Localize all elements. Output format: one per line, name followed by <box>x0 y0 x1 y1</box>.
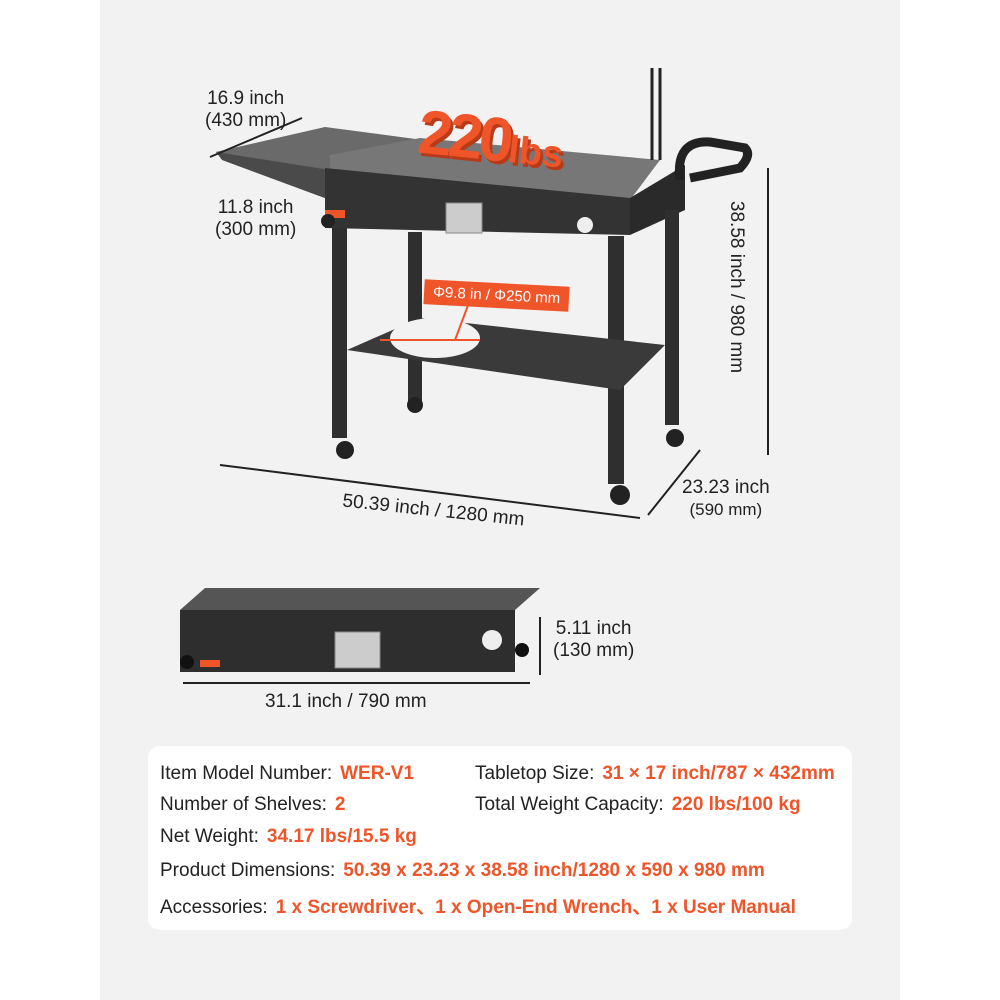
folded-height-label: 5.11 inch(130 mm) <box>553 618 635 661</box>
spec-dimensions: Product Dimensions:50.39 x 23.23 x 38.58… <box>160 860 765 881</box>
spec-weight-capacity: Total Weight Capacity:220 lbs/100 kg <box>475 794 801 815</box>
spec-net-weight: Net Weight:34.17 lbs/15.5 kg <box>160 826 417 847</box>
capacity-badge: 220lbs <box>415 97 568 183</box>
side-table-width-label: 16.9 inch(430 mm) <box>205 88 287 131</box>
depth-label: 23.23 inch(590 mm) <box>682 477 770 519</box>
capacity-number: 220 <box>414 97 513 176</box>
specifications-box: Item Model Number:WER-V1 Tabletop Size:3… <box>148 746 852 930</box>
height-label: 38.58 inch / 980 mm <box>726 200 748 374</box>
folded-length-label: 31.1 inch / 790 mm <box>265 691 427 712</box>
spec-accessories: Accessories:1 x Screwdriver、1 x Open-End… <box>160 897 796 918</box>
folded-cart-image <box>180 588 540 672</box>
capacity-unit: lbs <box>506 128 566 177</box>
spec-model: Item Model Number:WER-V1 <box>160 763 415 784</box>
spec-tabletop-size: Tabletop Size:31 × 17 inch/787 × 432mm <box>475 763 835 784</box>
side-table-depth-label: 11.8 inch(300 mm) <box>215 197 297 240</box>
cart-image <box>216 68 753 505</box>
spec-shelves: Number of Shelves:2 <box>160 794 346 815</box>
dimension-lines <box>183 117 769 684</box>
vevor-logo <box>325 210 345 218</box>
